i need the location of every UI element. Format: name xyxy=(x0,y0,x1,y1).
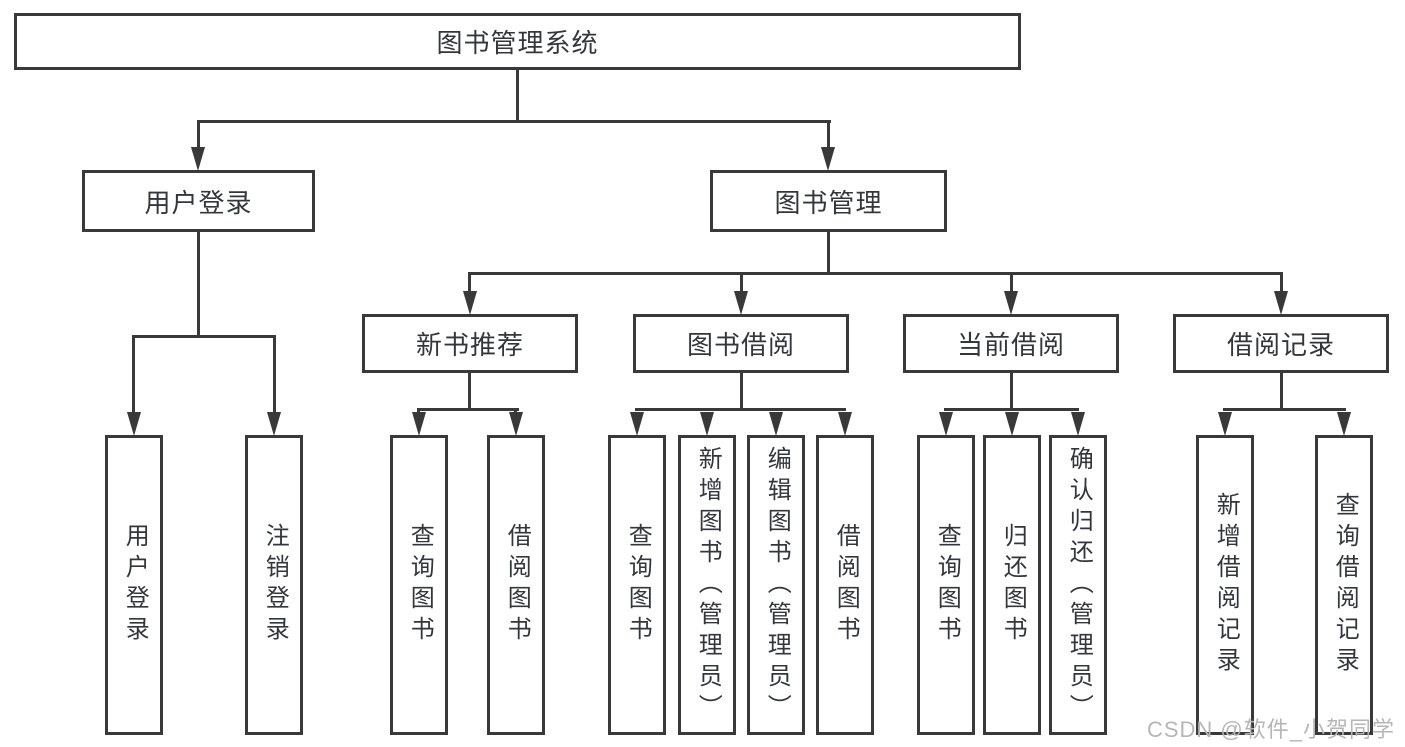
node-label: 图书借阅 xyxy=(686,330,795,360)
leaf-query-books-recommend: 查询图书 xyxy=(390,435,448,735)
connector-vline xyxy=(1010,373,1013,408)
connector-hline xyxy=(635,408,846,411)
leaf-add-borrow-record: 新增借阅记录 xyxy=(1196,435,1254,735)
arrowhead-down-icon xyxy=(412,412,426,436)
arrowhead-down-icon xyxy=(191,147,205,171)
connector-vline xyxy=(468,373,471,408)
leaf-return-books: 归还图书 xyxy=(983,435,1041,735)
leaf-confirm-return-admin: 确认归还（管理员） xyxy=(1049,435,1107,735)
leaf-edit-books-admin: 编辑图书（管理员） xyxy=(747,435,805,735)
node-label: 借阅图书 xyxy=(832,523,860,647)
node-label: 归还图书 xyxy=(999,523,1027,647)
node-label: 查询图书 xyxy=(933,523,961,647)
node-label: 借阅记录 xyxy=(1226,330,1335,360)
node-book-borrow: 图书借阅 xyxy=(633,314,849,373)
node-label: 查询图书 xyxy=(624,523,652,647)
connector-vline xyxy=(1280,373,1283,408)
arrowhead-down-icon xyxy=(769,412,783,436)
arrowhead-down-icon xyxy=(821,147,835,171)
connector-vline xyxy=(827,120,830,152)
node-root: 图书管理系统 xyxy=(14,13,1021,70)
node-label: 当前借阅 xyxy=(956,330,1065,360)
connector-hline xyxy=(944,408,1079,411)
node-user-login: 用户登录 xyxy=(82,170,315,232)
arrowhead-down-icon xyxy=(939,412,953,436)
connector-vline xyxy=(197,120,200,152)
arrowhead-down-icon xyxy=(838,412,852,436)
connector-hline xyxy=(468,272,1283,275)
node-label: 查询图书 xyxy=(406,523,434,647)
node-label: 确认归还（管理员） xyxy=(1065,445,1093,725)
connector-hline xyxy=(1223,408,1346,411)
connector-vline xyxy=(516,70,519,120)
connector-hline xyxy=(197,120,831,123)
node-label: 新增借阅记录 xyxy=(1212,492,1240,678)
connector-hline xyxy=(132,335,276,338)
leaf-borrow-books-recommend: 借阅图书 xyxy=(487,435,545,735)
node-label: 新增图书（管理员） xyxy=(694,445,722,725)
arrowhead-down-icon xyxy=(734,291,748,315)
arrowhead-down-icon xyxy=(1274,291,1288,315)
node-label: 用户登录 xyxy=(144,187,253,218)
arrowhead-down-icon xyxy=(127,412,141,436)
arrowhead-down-icon xyxy=(700,412,714,436)
node-label: 新书推荐 xyxy=(415,330,524,360)
csdn-watermark: CSDN @软件_小贺同学 xyxy=(1146,717,1395,742)
connector-vline xyxy=(132,335,135,419)
node-label: 注销登录 xyxy=(261,523,289,647)
connector-vline xyxy=(197,232,200,335)
arrowhead-down-icon xyxy=(509,412,523,436)
node-current-borrow: 当前借阅 xyxy=(903,314,1119,373)
connector-vline xyxy=(740,373,743,408)
connector-vline xyxy=(740,272,743,296)
leaf-logout: 注销登录 xyxy=(245,435,303,735)
arrowhead-down-icon xyxy=(1337,412,1351,436)
node-borrow-records: 借阅记录 xyxy=(1173,314,1389,373)
connector-vline xyxy=(1010,272,1013,296)
leaf-user-login: 用户登录 xyxy=(105,435,163,735)
node-new-book-recommend: 新书推荐 xyxy=(362,314,578,373)
arrowhead-down-icon xyxy=(1218,412,1232,436)
node-label: 用户登录 xyxy=(121,523,149,647)
leaf-query-books-borrow: 查询图书 xyxy=(608,435,666,735)
arrowhead-down-icon xyxy=(1005,412,1019,436)
connector-vline xyxy=(827,232,830,272)
node-label: 借阅图书 xyxy=(503,523,531,647)
arrowhead-down-icon xyxy=(1071,412,1085,436)
arrowhead-down-icon xyxy=(1004,291,1018,315)
connector-vline xyxy=(468,272,471,296)
arrowhead-down-icon xyxy=(463,291,477,315)
arrowhead-down-icon xyxy=(267,412,281,436)
connector-vline xyxy=(273,335,276,419)
node-label: 编辑图书（管理员） xyxy=(763,445,791,725)
leaf-query-borrow-record: 查询借阅记录 xyxy=(1315,435,1373,735)
leaf-borrow-books: 借阅图书 xyxy=(816,435,874,735)
node-label: 查询借阅记录 xyxy=(1331,492,1359,678)
leaf-query-books-current: 查询图书 xyxy=(917,435,975,735)
node-label: 图书管理 xyxy=(774,187,883,218)
leaf-add-books-admin: 新增图书（管理员） xyxy=(678,435,736,735)
connector-hline xyxy=(417,408,519,411)
arrowhead-down-icon xyxy=(630,412,644,436)
connector-vline xyxy=(1280,272,1283,296)
node-label: 图书管理系统 xyxy=(436,28,599,58)
node-book-management: 图书管理 xyxy=(710,170,947,232)
